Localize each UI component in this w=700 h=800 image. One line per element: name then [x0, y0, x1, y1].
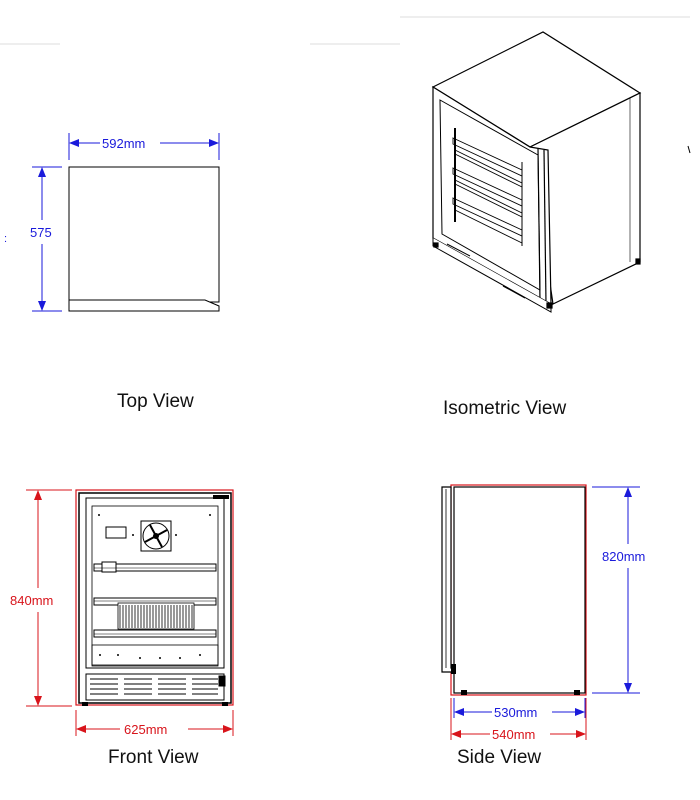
- side-body: [453, 486, 586, 694]
- front-shelves: [93, 561, 217, 638]
- front-compressor-grille: [117, 602, 195, 630]
- front-red-outline: [75, 489, 234, 706]
- front-view: 840mm 625mm Front View: [10, 489, 234, 768]
- side-view-title: Side View: [457, 747, 541, 768]
- side-outer-depth-dim-label: 540mm: [492, 727, 535, 742]
- front-display-panel: [105, 526, 127, 539]
- fan-icon: [140, 520, 172, 552]
- top-depth-dim-label: 575: [30, 225, 52, 240]
- side-door-profile: [441, 486, 455, 673]
- isometric-view: [431, 31, 691, 313]
- top-view: 592mm 575 : Top View: [4, 133, 220, 412]
- front-height-dim-label: 840mm: [10, 593, 53, 608]
- top-width-dim-label: 592mm: [102, 136, 145, 151]
- top-view-front-edge: [68, 299, 220, 312]
- top-view-outline: [68, 166, 220, 303]
- isometric-view-title: Isometric View: [443, 398, 566, 419]
- iso-shelves: [452, 128, 523, 246]
- svg-text::: :: [4, 233, 7, 245]
- side-height-dim-label: 820mm: [602, 549, 645, 564]
- front-view-title: Front View: [108, 747, 199, 768]
- side-view: 820mm 530mm 540mm Side View: [441, 484, 645, 768]
- front-kickplate-vents: [85, 673, 226, 701]
- top-view-title: Top View: [117, 391, 194, 412]
- side-inner-depth-dim-label: 530mm: [494, 705, 537, 720]
- front-width-dim-label: 625mm: [124, 722, 167, 737]
